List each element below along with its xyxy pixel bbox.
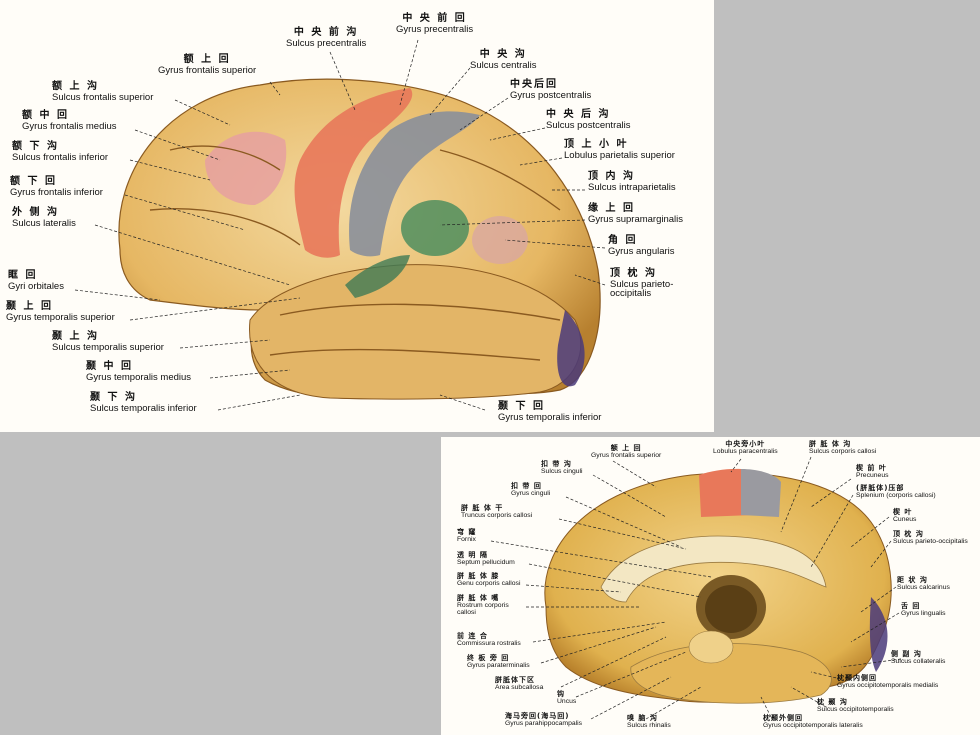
label-m-gyrus-parahippocampalis: 海马旁回(海马回)Gyrus parahippocampalis xyxy=(505,712,583,728)
medial-brain-illustration xyxy=(490,456,902,720)
lateral-brain-illustration xyxy=(74,39,606,411)
